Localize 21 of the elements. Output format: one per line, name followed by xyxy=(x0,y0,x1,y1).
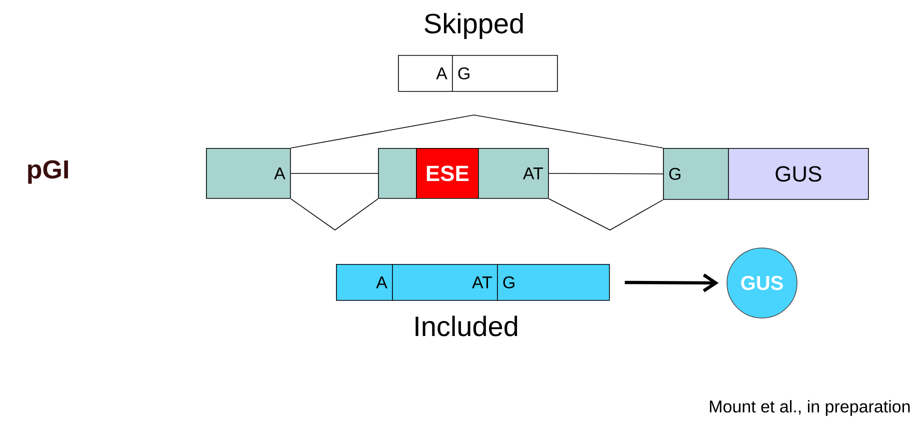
mrna-label: Skipped xyxy=(424,12,523,40)
exon-box: A xyxy=(206,148,291,199)
splice-line xyxy=(548,198,664,230)
exon-box xyxy=(378,148,417,199)
harpoon-arrow xyxy=(624,274,719,292)
mrna-segment: A xyxy=(336,264,393,301)
mrna-segment: AT xyxy=(392,264,498,301)
mrna-segment: A xyxy=(398,55,453,92)
splice-line xyxy=(290,114,664,148)
construct-label: pGI xyxy=(28,160,68,184)
reporter-box: GUS xyxy=(728,148,869,200)
enhancer-box: ESE xyxy=(416,148,479,199)
mrna-label: Included xyxy=(416,316,518,336)
mrna-segment: G xyxy=(452,55,558,92)
exon-box: AT xyxy=(478,148,549,199)
mrna-segment: G xyxy=(497,264,610,301)
splice-line xyxy=(290,198,378,230)
intron-line xyxy=(290,173,378,174)
caption: Mount et al., in preparation xyxy=(710,400,910,416)
intron-line xyxy=(548,173,664,174)
exon-box: G xyxy=(663,148,729,200)
